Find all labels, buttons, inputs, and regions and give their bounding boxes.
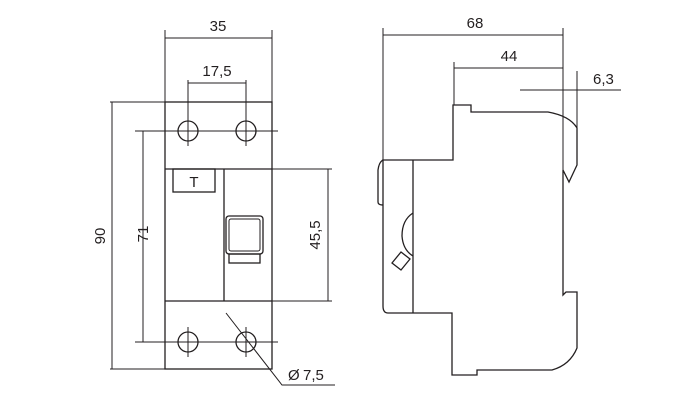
dimension-17-5: 17,5 (188, 63, 246, 84)
dimension-35: 35 (164, 18, 273, 102)
front-body-outline (164, 101, 273, 370)
svg-text:45,5: 45,5 (307, 220, 324, 249)
side-view: 68 44 6,3 (377, 15, 621, 376)
svg-text:90: 90 (92, 228, 109, 245)
lever-pivot (401, 212, 414, 257)
test-button-label: T (189, 174, 198, 191)
svg-text:71: 71 (135, 226, 152, 243)
dimension-hole-diameter: Ø 7,5 (225, 312, 335, 386)
svg-text:17,5: 17,5 (202, 63, 231, 80)
dimension-44: 44 (453, 48, 563, 105)
dimension-90: 90 (92, 101, 165, 370)
side-body-outline (382, 104, 578, 376)
dimension-45-5: 45,5 (272, 168, 332, 302)
dimension-6-3: 6,3 (520, 71, 621, 128)
front-cover-lip (377, 159, 384, 206)
svg-text:35: 35 (210, 18, 227, 35)
svg-text:44: 44 (501, 48, 518, 65)
test-button (172, 168, 216, 193)
lever-handle (391, 251, 411, 271)
diameter-symbol: Ø (288, 367, 300, 384)
dimension-68: 68 (382, 15, 564, 170)
svg-text:68: 68 (467, 15, 484, 32)
terminal-holes (135, 80, 278, 357)
dimension-71: 71 (135, 131, 152, 342)
toggle-lever (225, 215, 264, 264)
svg-text:6,3: 6,3 (593, 71, 614, 88)
front-view: T 35 17,5 (92, 18, 335, 386)
svg-text:7,5: 7,5 (303, 367, 324, 384)
